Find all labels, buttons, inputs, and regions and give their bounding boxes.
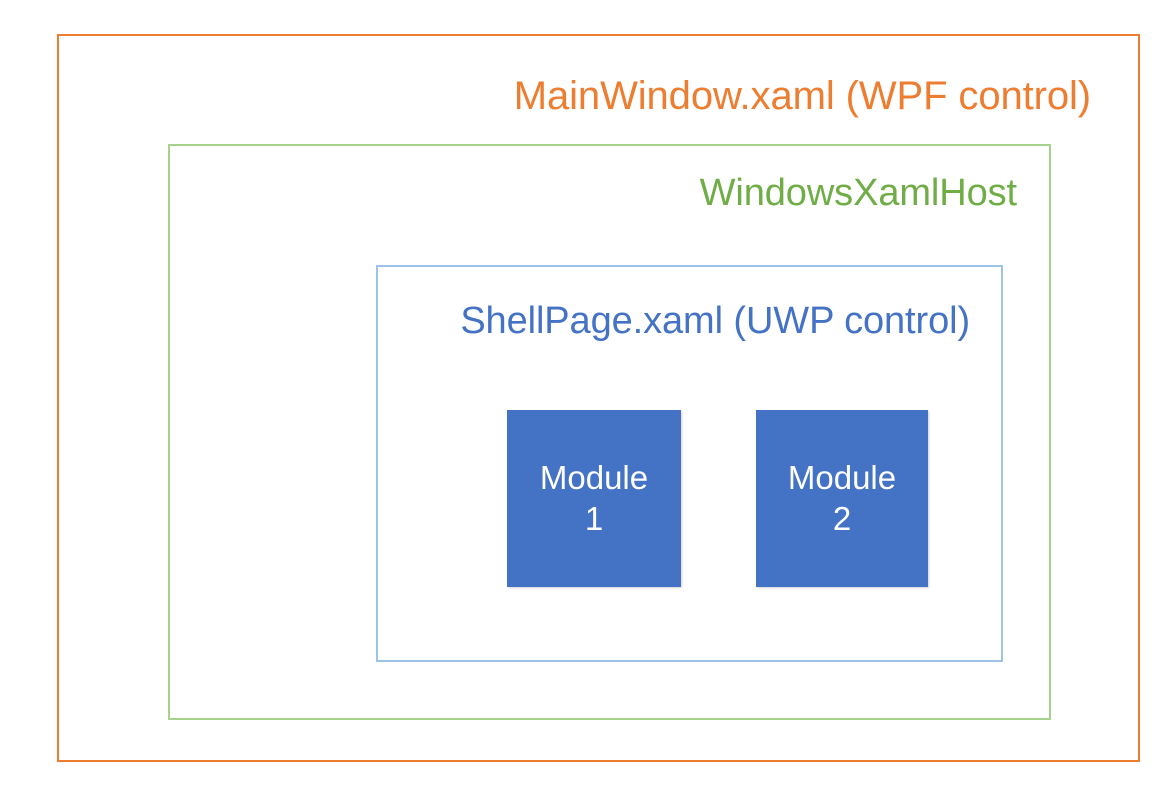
module-block-1-line1: Module xyxy=(539,459,649,497)
layer-windowsxamlhost[interactable]: WindowsXamlHost ShellPage.xaml (UWP cont… xyxy=(168,144,1051,720)
layer-label-mainwindow-xaml: MainWindow.xaml (WPF control) xyxy=(513,74,1091,118)
module-block-1[interactable]: Module 1 xyxy=(507,410,681,587)
module-block-2[interactable]: Module 2 xyxy=(756,410,928,587)
module-block-2-line1: Module xyxy=(787,459,897,497)
layer-mainwindow-xaml[interactable]: MainWindow.xaml (WPF control) WindowsXam… xyxy=(57,34,1140,762)
module-row: Module 1 Module 2 xyxy=(378,267,1005,664)
layer-label-windowsxamlhost: WindowsXamlHost xyxy=(699,172,1017,214)
module-block-1-line2: 1 xyxy=(584,499,604,537)
layer-shellpage-xaml[interactable]: ShellPage.xaml (UWP control) Module 1 Mo… xyxy=(376,265,1003,662)
module-block-2-line2: 2 xyxy=(832,499,852,537)
layer-label-shellpage-xaml: ShellPage.xaml (UWP control) xyxy=(460,300,970,342)
